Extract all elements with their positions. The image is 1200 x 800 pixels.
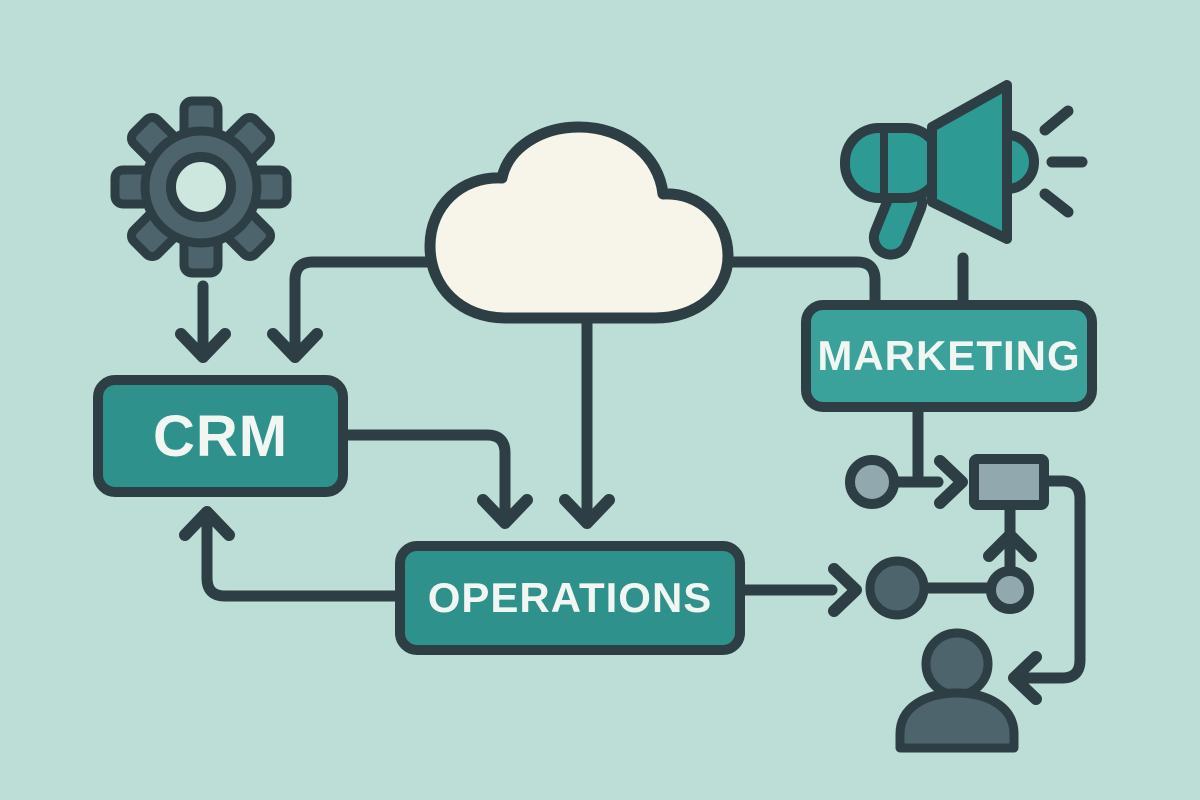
marketing-label: MARKETING [817,332,1081,379]
arrow-circle-to-rect [888,455,968,509]
gear-hole [166,152,236,222]
arrow-operations-to-circle [736,563,862,617]
arrow-circle-up-to-rect [983,503,1037,572]
circle-node-small [986,566,1034,614]
sound-waves-icon [1039,105,1088,218]
gear-icon [110,96,292,278]
person-body [895,688,1019,753]
megaphone-icon [840,80,1088,260]
megaphone-horn [927,80,1012,244]
marketing-node: MARKETING [801,300,1097,412]
operations-node: OPERATIONS [395,541,745,655]
arrow-cloud-to-operations [559,310,615,529]
megaphone-body [840,123,945,203]
operations-label: OPERATIONS [427,574,713,621]
rect-node [969,454,1049,510]
cloud-icon [424,121,734,324]
person-head [921,628,993,700]
arrow-cloud-to-crm [267,256,439,363]
circle-node [845,455,899,509]
connectors [175,252,1086,705]
circle-node-large [865,556,929,620]
arrow-crm-to-operations [338,429,533,529]
arrow-operations-to-crm-loop [179,506,404,602]
arrow-gear-to-crm [175,280,231,363]
arrow-rect-to-person [1008,475,1086,705]
line-cloud-to-marketing [720,256,881,311]
crm-node: CRM [93,375,348,497]
person-icon [895,628,1019,753]
crm-label: CRM [152,403,289,469]
